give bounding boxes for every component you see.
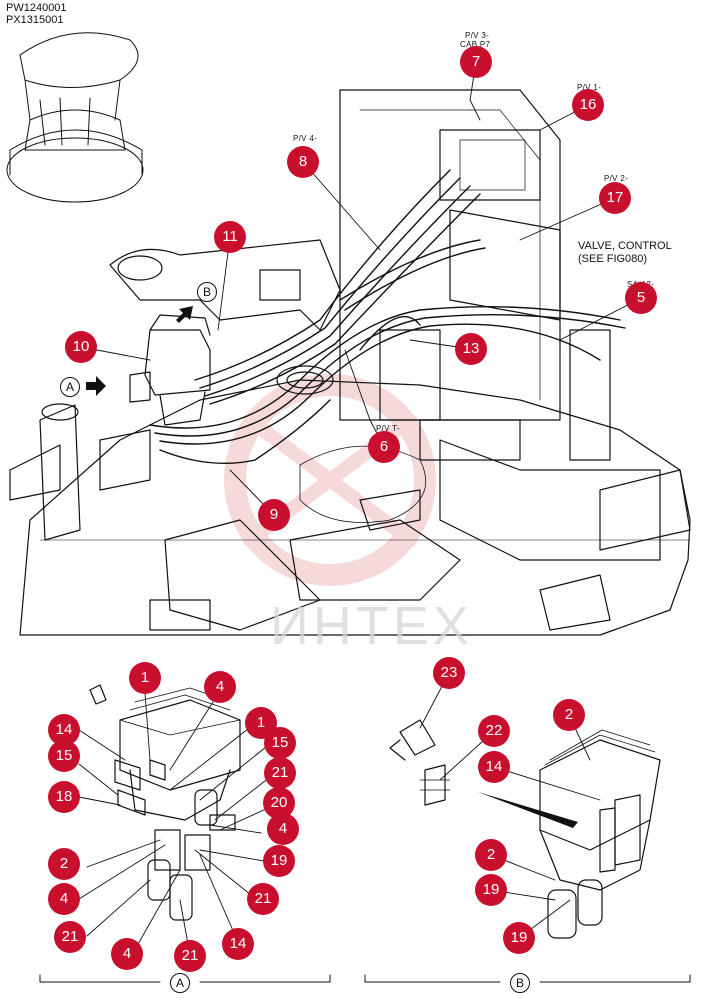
detail-b-assembly [389,719,661,939]
callout-a-4c: 4 [48,883,80,915]
view-label-a: A [170,973,190,993]
note-line-1: VALVE, CONTROL [578,240,672,252]
callout-17: 17 [599,182,631,214]
pv-label-3: P/V 3- [465,31,490,40]
callout-b-2: 2 [553,699,585,731]
callout-a-1: 1 [129,662,161,694]
callout-b-23: 23 [433,657,465,689]
callout-a-21b: 21 [247,883,279,915]
detail-a-assembly [89,684,241,921]
callout-a-21d: 21 [174,940,206,972]
pv-label-cab: CAB P7 [460,40,491,49]
callout-a-4: 4 [204,671,236,703]
view-marker-b: B [197,282,217,302]
watermark-text: ИНТЕХ [270,596,473,656]
model-code-1: PW1240001 [6,2,67,14]
callout-5: 5 [625,282,657,314]
callout-11: 11 [214,221,246,253]
pv-label-t: P/V T- [376,424,400,433]
callout-9: 9 [258,499,290,531]
view-arrows [86,306,193,396]
hose-bundle [149,169,626,464]
callout-6: 6 [368,431,400,463]
hose-grommet [276,365,334,395]
detail-a-leaders [78,692,271,956]
callout-a-4d: 4 [111,938,143,970]
callout-13: 13 [455,333,487,365]
leader-lines [80,61,642,516]
callout-b-19: 19 [475,874,507,906]
view-marker-a: A [60,377,80,397]
pv-label-2: P/V 2- [604,174,629,183]
callout-a-21c: 21 [54,921,86,953]
callout-b-19b: 19 [503,922,535,954]
callout-a-2: 2 [48,848,80,880]
machine-thumbnail [6,32,144,203]
callout-a-21: 21 [264,757,296,789]
callout-a-19: 19 [263,845,295,877]
callout-8: 8 [287,146,319,178]
detail-b-arrows [478,792,578,828]
callout-16: 16 [572,89,604,121]
note-line-2: (SEE FIG080) [578,253,648,265]
model-code-2: PX1315001 [6,14,64,26]
callout-b-2b: 2 [475,839,507,871]
upper-frame [9,89,691,636]
callout-a-4b: 4 [267,813,299,845]
callout-a-14b: 14 [222,928,254,960]
callout-10: 10 [65,331,97,363]
callout-b-14: 14 [478,751,510,783]
callout-7: 7 [460,46,492,78]
view-brackets [39,974,691,983]
callout-a-14: 14 [48,714,80,746]
watermark-gear-icon [224,374,436,586]
callout-a-15b: 15 [264,727,296,759]
pv-label-4: P/V 4- [293,134,318,143]
pilot-valve-block [129,314,211,426]
callout-a-15: 15 [48,740,80,772]
view-label-b: B [510,973,530,993]
pv-label-1: P/V 1- [577,83,602,92]
callout-b-22: 22 [478,715,510,747]
callout-a-18: 18 [48,781,80,813]
